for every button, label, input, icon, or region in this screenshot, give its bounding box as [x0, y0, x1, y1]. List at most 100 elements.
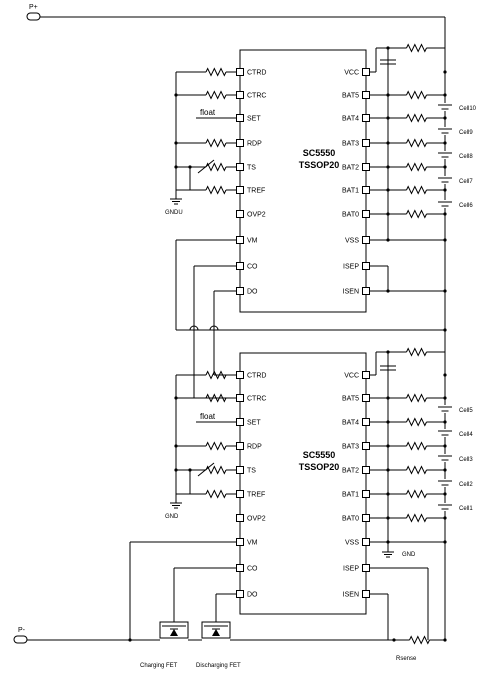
junction-dot — [443, 141, 447, 145]
p-plus-label: P+ — [29, 4, 38, 11]
right-pin-label: BAT2 — [342, 468, 359, 475]
junction-dot — [443, 373, 447, 377]
pin-box — [362, 490, 370, 498]
right-pin-label: VCC — [344, 373, 359, 380]
wire-hop — [209, 325, 219, 331]
cell-label: Cell3 — [459, 457, 473, 463]
pin-box — [236, 114, 244, 122]
ctrd-resistor — [205, 370, 227, 380]
right-pin-label: ISEN — [343, 592, 359, 599]
pin-box — [362, 163, 370, 171]
discharging-fet-label: Discharging FET — [196, 663, 241, 669]
ic-body — [239, 49, 367, 313]
cell-label: Cell1 — [459, 506, 473, 512]
pin-box — [362, 514, 370, 522]
left-pin-label: TREF — [247, 188, 265, 195]
pin-box — [362, 564, 370, 572]
right-pin-label: BAT3 — [342, 444, 359, 451]
cell-gap — [437, 200, 453, 208]
left-pin-label: SET — [247, 420, 261, 427]
cell-gap — [437, 503, 453, 511]
bat-resistor — [406, 162, 427, 172]
vcc-resistor — [406, 43, 427, 53]
ctrd-resistor — [205, 67, 227, 77]
cell-gap — [437, 103, 453, 111]
bat-resistor — [406, 138, 427, 148]
bat-resistor — [406, 393, 427, 403]
junction-dot — [443, 93, 447, 97]
pin-box — [236, 68, 244, 76]
pin-box — [236, 418, 244, 426]
left-pin-label: CTRD — [247, 373, 266, 380]
junction-dot — [443, 188, 447, 192]
ic-name: SC5550 — [303, 450, 336, 460]
left-pin-label: OVP2 — [247, 212, 266, 219]
junction-dot — [443, 540, 447, 544]
bat-resistor — [406, 185, 427, 195]
bat-resistor — [406, 209, 427, 219]
right-pin-label: ISEP — [343, 566, 359, 573]
junction-dot — [174, 468, 178, 472]
ic-package: TSSOP20 — [299, 462, 340, 472]
left-pin-label: CO — [247, 264, 258, 271]
junction-dot — [443, 165, 447, 169]
pin-box — [362, 114, 370, 122]
right-pin-label: VCC — [344, 70, 359, 77]
junction-dot — [443, 70, 447, 74]
pin-box — [236, 287, 244, 295]
junction-dot — [443, 444, 447, 448]
pin-box — [236, 91, 244, 99]
junction-dot — [174, 396, 178, 400]
left-pin-label: RDP — [247, 444, 262, 451]
cell-gap — [437, 127, 453, 135]
right-pin-label: BAT5 — [342, 93, 359, 100]
left-pin-label: VM — [247, 238, 258, 245]
vcc-resistor — [406, 347, 427, 357]
junction-dot — [386, 238, 390, 242]
pin-box — [236, 371, 244, 379]
junction-dot — [443, 492, 447, 496]
cell-gap — [437, 479, 453, 487]
junction-dot — [174, 165, 178, 169]
wire-hop — [189, 325, 199, 331]
charging-fet-label: Charging FET — [140, 663, 178, 669]
pin-box — [236, 466, 244, 474]
cell-label: Cell10 — [459, 106, 477, 112]
cell-gap — [437, 429, 453, 437]
pin-box — [236, 139, 244, 147]
pin-box — [362, 394, 370, 402]
ground-label: GNDU — [165, 210, 183, 216]
float-label: float — [200, 108, 216, 117]
bat-resistor — [406, 465, 427, 475]
junction-dot — [443, 468, 447, 472]
pin-box — [236, 564, 244, 572]
thermistor-arrow — [197, 159, 215, 174]
pin-box — [362, 262, 370, 270]
rdp-resistor — [205, 138, 227, 148]
tref-resistor — [205, 185, 227, 195]
cell-gap — [437, 454, 453, 462]
right-pin-label: BAT5 — [342, 396, 359, 403]
p-plus-terminal — [26, 12, 41, 21]
ic-body — [239, 352, 367, 615]
left-pin-label: CTRC — [247, 93, 266, 100]
bat-resistor — [406, 513, 427, 523]
ic-name: SC5550 — [303, 148, 336, 158]
junction-dot — [174, 141, 178, 145]
components — [13, 12, 453, 645]
thermistor-arrow — [197, 462, 215, 477]
cell-label: Cell5 — [459, 408, 473, 414]
labels: P+CTRDCTRCSETRDPTSTREFOVP2VMCODOVCCBAT5B… — [18, 4, 477, 669]
cell-label: Cell6 — [459, 203, 473, 209]
bat-resistor — [406, 90, 427, 100]
pin-box — [236, 514, 244, 522]
right-pin-label: ISEN — [343, 289, 359, 296]
p-minus-label: P- — [18, 627, 26, 634]
junction-dot — [443, 420, 447, 424]
ground-label: GND — [165, 514, 179, 520]
pin-box — [236, 442, 244, 450]
left-pin-label: RDP — [247, 141, 262, 148]
charging-fet-diode — [170, 629, 178, 636]
pin-box — [362, 210, 370, 218]
cell-label: Cell2 — [459, 482, 473, 488]
